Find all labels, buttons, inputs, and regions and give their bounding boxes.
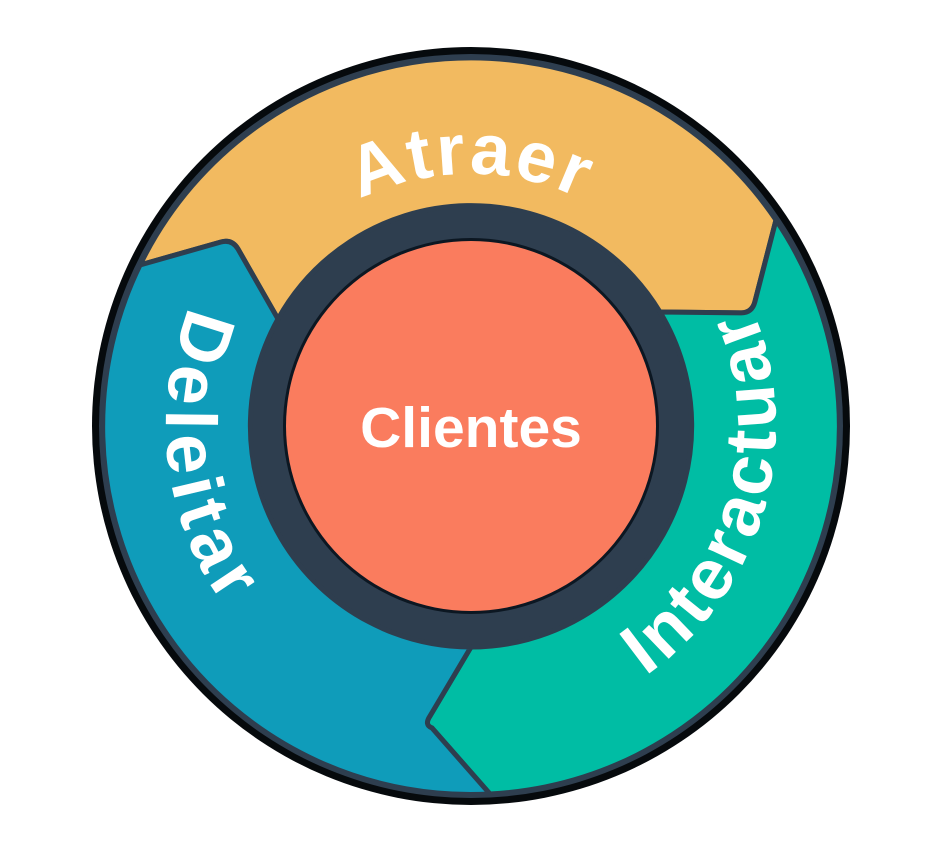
label-clientes: Clientes xyxy=(360,396,582,460)
segment-deleitar xyxy=(100,238,493,797)
center-circle xyxy=(286,241,656,611)
segment-atraer xyxy=(137,55,779,322)
segment-interactuar xyxy=(424,217,842,797)
